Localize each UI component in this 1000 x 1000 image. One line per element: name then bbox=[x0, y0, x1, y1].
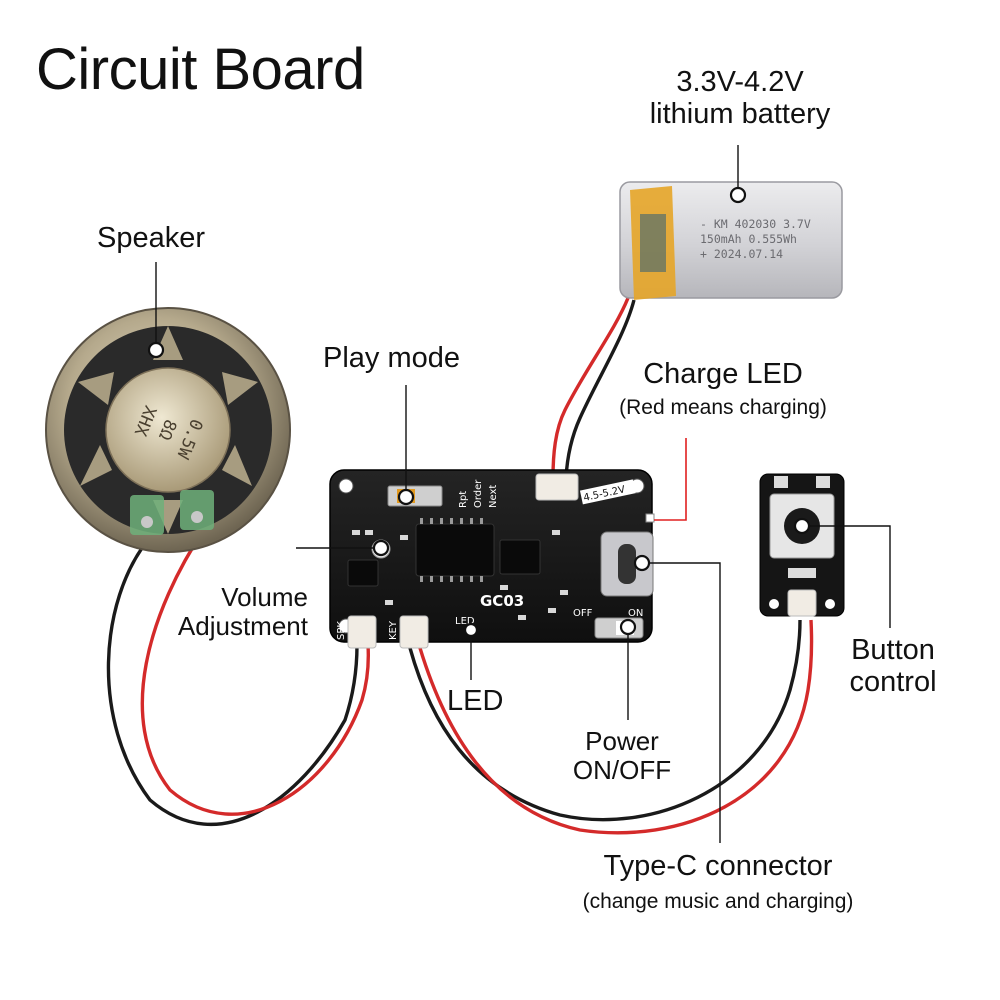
power-label-line2: ON/OFF bbox=[572, 755, 672, 786]
spk-connector bbox=[347, 615, 377, 649]
board-model: GC03 bbox=[480, 592, 524, 610]
volume-label-line1: Volume bbox=[221, 582, 308, 612]
silk-rpt: Rpt bbox=[458, 491, 469, 508]
callout-dots bbox=[147, 186, 811, 638]
battery-label: 3.3V-4.2V lithium battery bbox=[620, 66, 860, 131]
silk-led: LED bbox=[455, 616, 475, 627]
page-title: Circuit Board bbox=[36, 37, 365, 102]
speaker-label: Speaker bbox=[97, 222, 206, 254]
wires bbox=[106, 297, 814, 835]
power-label: Power ON/OFF bbox=[562, 726, 682, 786]
speaker-red-wire bbox=[140, 527, 371, 816]
battery-red-wire bbox=[551, 297, 630, 479]
charge-led-label: Charge LED (Red means charging) bbox=[598, 358, 848, 420]
type-c-leader bbox=[642, 562, 721, 843]
silk-key: KEY bbox=[388, 620, 399, 640]
button-board bbox=[759, 473, 845, 617]
type-c-label-title: Type-C connector bbox=[603, 850, 833, 882]
type-c-label: Type-C connector (change music and charg… bbox=[558, 850, 878, 914]
silk-spk: SPK bbox=[336, 621, 347, 640]
button-leader bbox=[802, 525, 891, 628]
play-mode-label: Play mode bbox=[323, 342, 461, 374]
button-red-wire bbox=[418, 619, 814, 835]
button-control-label: Button control bbox=[838, 634, 948, 699]
speaker-black-wire bbox=[106, 538, 359, 827]
battery-black-wire bbox=[564, 299, 636, 479]
key-connector bbox=[399, 615, 429, 649]
button-black-wire bbox=[408, 619, 802, 822]
charge-led-chip bbox=[645, 513, 655, 523]
led-label: LED bbox=[447, 685, 504, 717]
battery-label-line1: 3.3V-4.2V bbox=[676, 66, 804, 98]
button-control-label-line1: Button bbox=[851, 634, 935, 666]
silk-on: ON bbox=[628, 608, 643, 619]
volume-label-line2: Adjustment bbox=[177, 611, 308, 642]
charge-led-label-title: Charge LED bbox=[643, 358, 803, 390]
silk-next: Next bbox=[488, 485, 499, 508]
battery-illustration: - KM 402030 3.7V 150mAh 0.555Wh + 2024.0… bbox=[619, 181, 843, 300]
main-board: Rpt Order Next SPK KEY LED OFF ON GC03 4… bbox=[329, 469, 655, 649]
callout-leaders bbox=[155, 145, 891, 843]
volume-label: Volume Adjustment bbox=[164, 582, 308, 642]
type-c-label-note: (change music and charging) bbox=[582, 890, 854, 914]
battery-print-line1: - KM 402030 3.7V bbox=[700, 217, 811, 231]
button-control-label-line2: control bbox=[849, 666, 937, 699]
battery-print-line3: + 2024.07.14 bbox=[700, 247, 783, 261]
charge-led-label-note: (Red means charging) bbox=[619, 396, 827, 420]
power-label-line1: Power bbox=[585, 726, 659, 756]
battery-print-line2: 150mAh 0.555Wh bbox=[700, 232, 797, 246]
silk-off: OFF bbox=[573, 608, 593, 619]
battery-label-line2: lithium battery bbox=[649, 98, 831, 131]
charge-led-leader bbox=[654, 438, 687, 521]
silk-order: Order bbox=[473, 479, 484, 508]
